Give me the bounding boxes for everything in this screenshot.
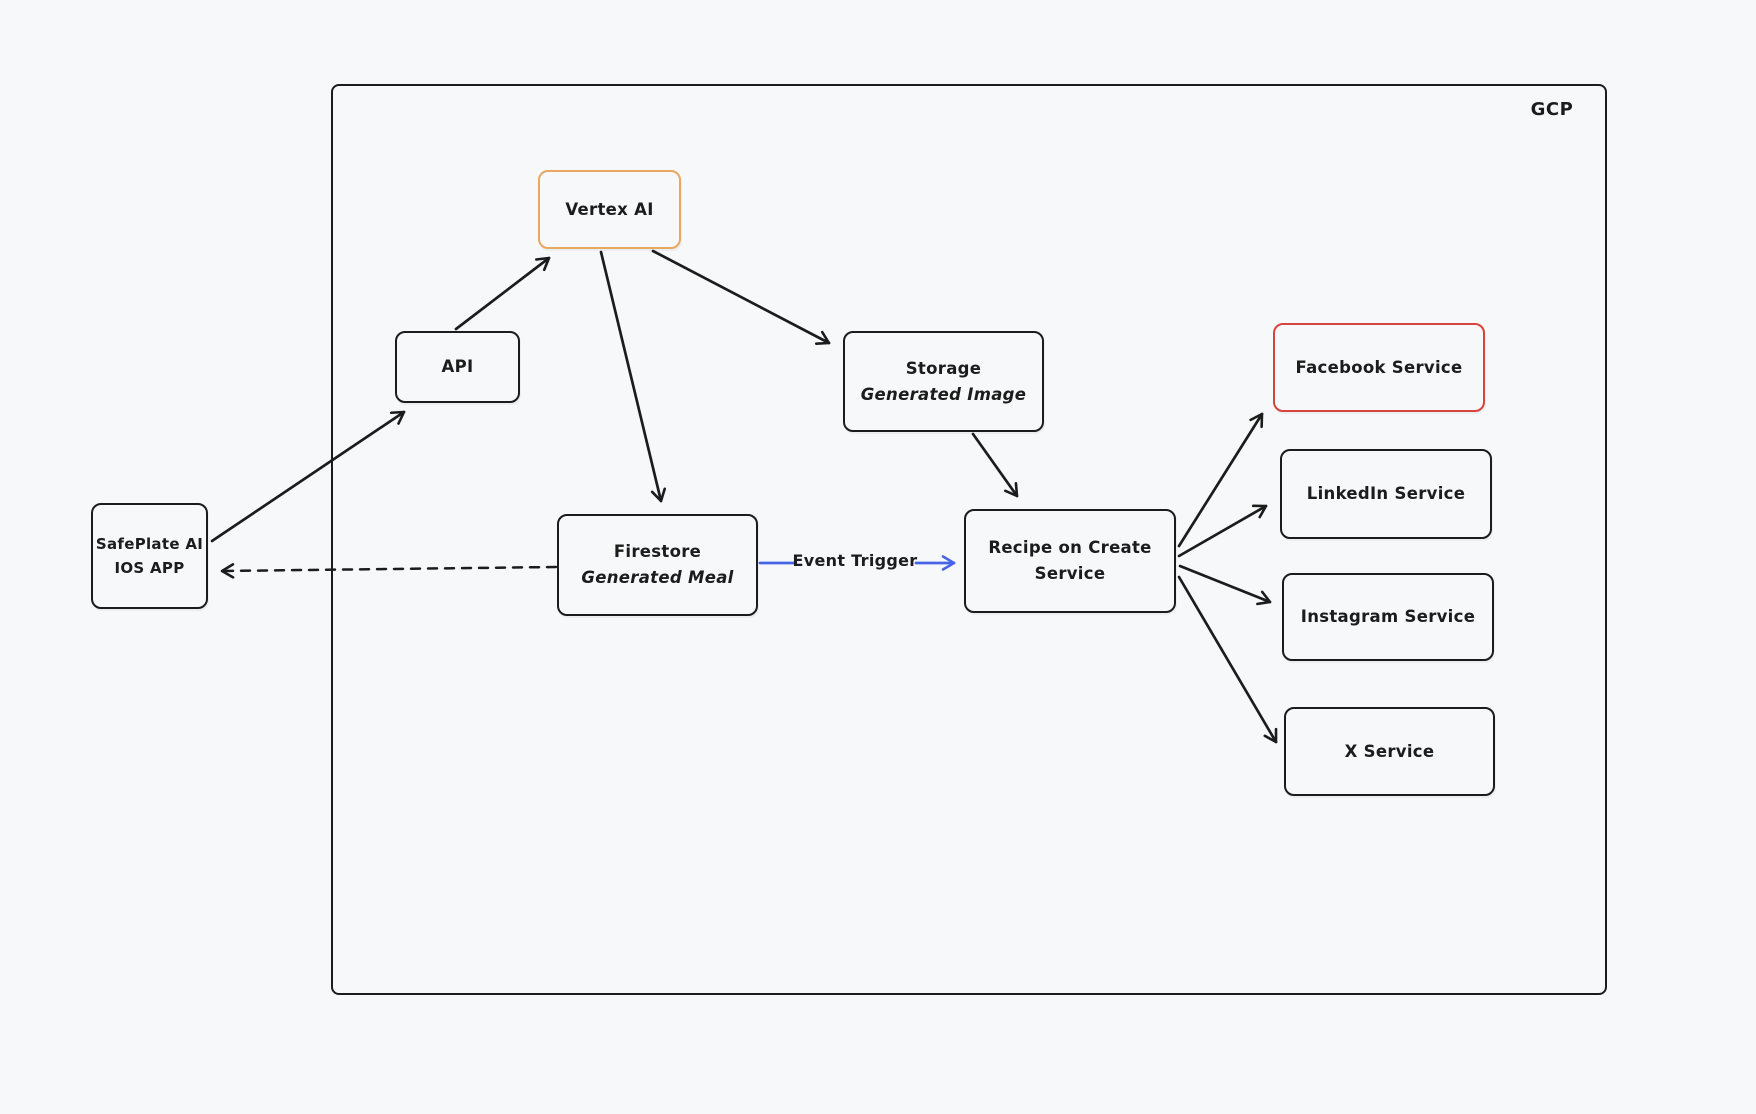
- node-sublabel: Generated Meal: [581, 568, 734, 587]
- arrow-safeplate-to-api: [210, 410, 406, 543]
- edge-label-event-trigger: Event Trigger: [792, 551, 918, 570]
- node-label: Vertex AI: [565, 199, 654, 219]
- node-label: Facebook Service: [1295, 357, 1463, 377]
- gcp-boundary-box: [331, 84, 1607, 995]
- arrow-api-to-vertex-ai: [454, 256, 551, 331]
- arrow-recipe-to-x-service: [1177, 575, 1278, 744]
- node-facebook-service: Facebook Service: [1273, 323, 1485, 412]
- dashed-arrow-firestore-to-safeplate: [220, 563, 558, 579]
- node-label: API: [441, 357, 474, 376]
- node-api: API: [395, 331, 520, 403]
- node-label: Instagram Service: [1300, 607, 1476, 626]
- gcp-boundary-label: GCP: [1530, 99, 1574, 120]
- node-label: LinkedIn Service: [1306, 484, 1466, 503]
- node-label: Storage: [905, 358, 982, 378]
- node-instagram-service: Instagram Service: [1282, 573, 1494, 661]
- node-recipe-on-create-service: Recipe on Create Service: [964, 509, 1176, 613]
- arrow-vertex-ai-to-firestore: [599, 250, 667, 503]
- arrow-vertex-ai-to-storage: [651, 249, 831, 345]
- node-safeplate-ios-app: SafePlate AI IOS APP: [91, 503, 208, 609]
- node-vertex-ai: Vertex AI: [538, 170, 681, 249]
- node-firestore-generated-meal: Firestore Generated Meal: [557, 514, 758, 616]
- node-label: Firestore: [613, 542, 702, 561]
- node-sublabel: Generated Image: [860, 384, 1027, 404]
- node-storage-generated-image: Storage Generated Image: [843, 331, 1044, 432]
- node-label: Recipe on Create: [988, 538, 1152, 557]
- node-sublabel: Service: [1034, 564, 1106, 583]
- node-linkedin-service: LinkedIn Service: [1280, 449, 1492, 539]
- node-label: SafePlate AI: [95, 535, 204, 553]
- arrow-recipe-to-linkedin: [1177, 504, 1268, 558]
- arrow-recipe-to-instagram: [1178, 564, 1272, 606]
- arrow-storage-to-recipe: [971, 432, 1019, 498]
- arrow-recipe-to-facebook: [1177, 412, 1264, 548]
- node-label: X Service: [1344, 741, 1435, 761]
- node-sublabel: IOS APP: [114, 559, 185, 577]
- node-x-service: X Service: [1284, 707, 1495, 796]
